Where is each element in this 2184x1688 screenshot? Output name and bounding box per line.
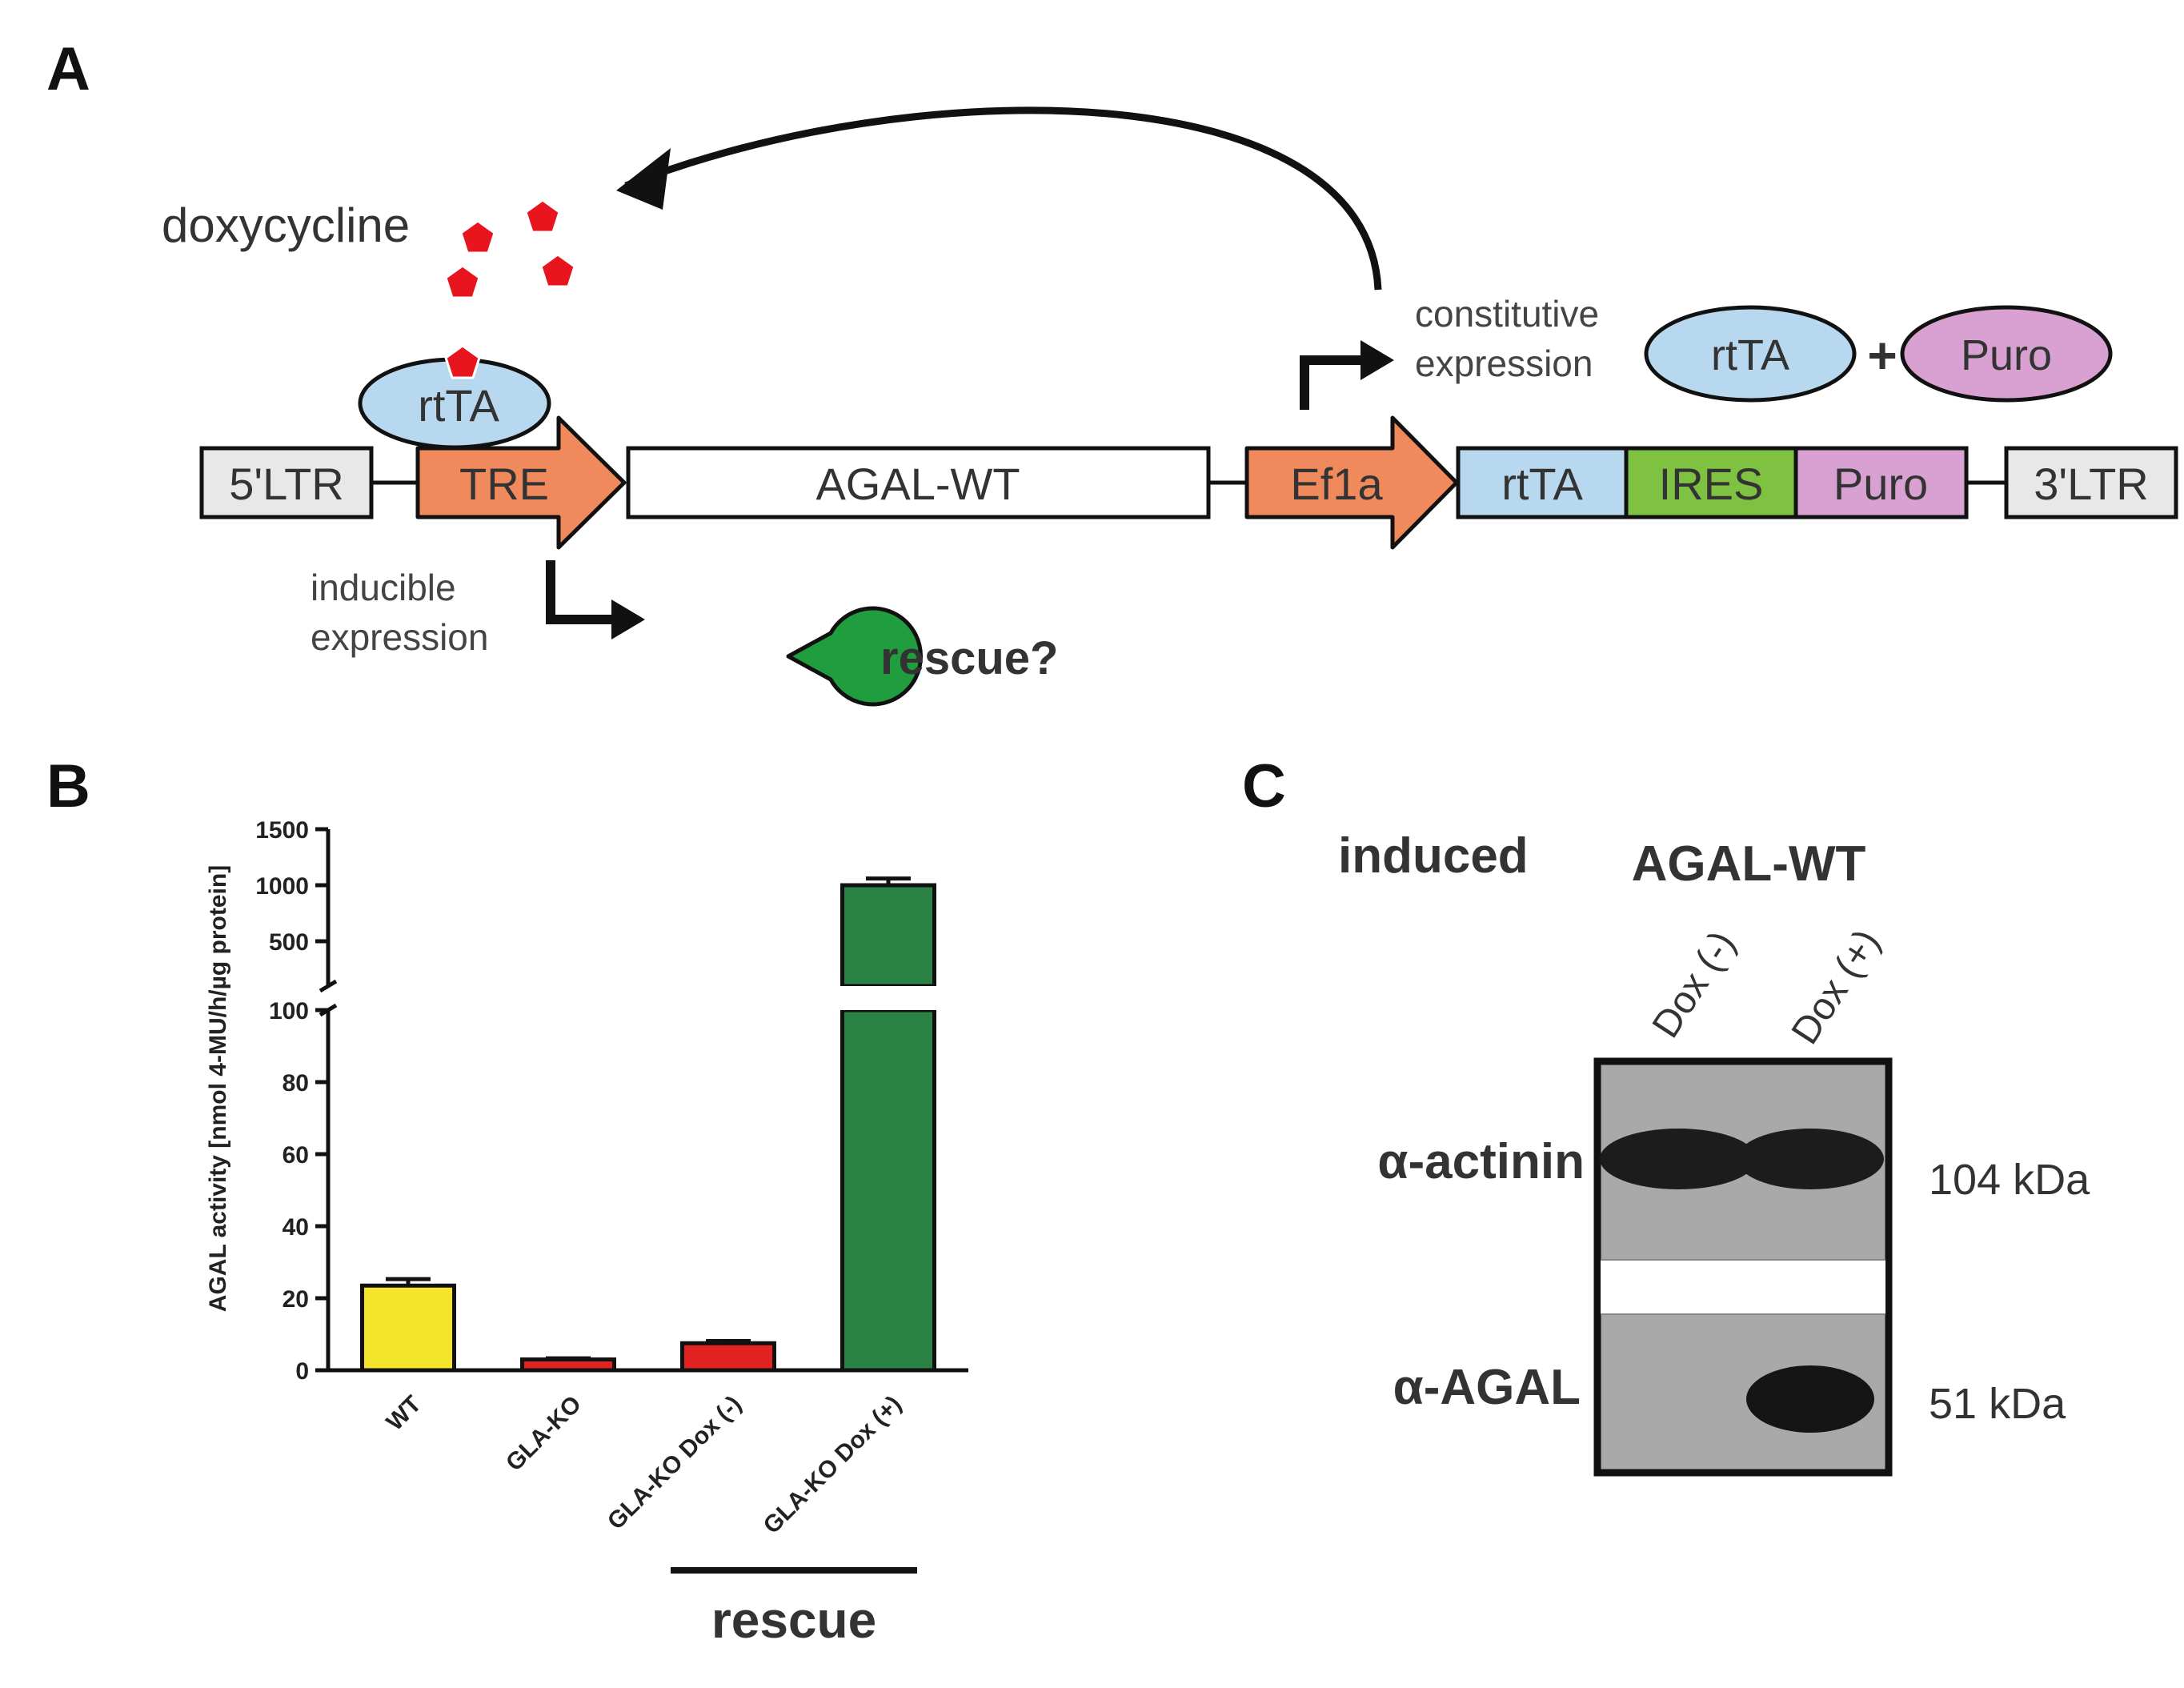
bar: [520, 1357, 616, 1373]
constitutive-arrowhead-icon: [1360, 340, 1394, 380]
bar-chart-axes: 0 20 40 60 80 100 500 1000 1500: [255, 817, 968, 1385]
bar: [680, 1341, 776, 1373]
panel-b: B AGAL activity [nmol 4-MU/h/µg protein]…: [46, 752, 968, 1649]
panel-b-letter: B: [46, 752, 90, 820]
doxycycline-pentagon-icon: [539, 253, 576, 288]
product-puro-label: Puro: [1961, 331, 2052, 379]
y-tick-label: 1500: [255, 817, 309, 844]
bar-upper-part: [840, 883, 936, 988]
band-actinin-dox-plus: [1737, 1129, 1884, 1189]
x-category-label: GLA-KO Dox (-): [603, 1391, 747, 1535]
product-plus-sign: +: [1867, 327, 1897, 384]
x-category-label: WT: [382, 1391, 427, 1436]
constitutive-promoter-arrow: [1300, 355, 1367, 410]
ef1a-promoter-arrow: [1244, 415, 1459, 550]
x-category-label: GLA-KO Dox (+): [759, 1391, 907, 1539]
rtta-bubble-label: rtTA: [418, 380, 499, 431]
band-label-actinin: α-actinin: [1377, 1134, 1585, 1189]
inducible-arrowhead-icon: [611, 599, 645, 640]
ltr3-label: 3'LTR: [2034, 459, 2148, 509]
panel-c: C induced AGAL-WT Dox (-) Dox (+) α-acti…: [1242, 752, 2090, 1477]
blot-separator: [1601, 1260, 1885, 1314]
construct-label: AGAL-WT: [1632, 836, 1866, 892]
vector-construct: 5'LTR TRE AGAL-WT Ef1a rtTA IRES Puro 3'…: [199, 415, 2178, 550]
constitutive-label-line2: expression: [1415, 343, 1593, 384]
inducible-label-line2: expression: [311, 616, 488, 658]
doxycycline-pentagon-icon: [444, 264, 481, 299]
product-puro-ellipse: [1900, 305, 2113, 403]
puro-box: [1793, 446, 1969, 519]
product-rtta-ellipse: [1644, 305, 1857, 403]
feedback-arrow: [624, 106, 1382, 291]
y-tick-label: 100: [269, 998, 309, 1024]
bar-lower-part: [840, 1008, 936, 1373]
western-blot-bands: [1600, 1129, 1884, 1433]
y-tick-label: 0: [295, 1358, 309, 1385]
rtta-box: [1456, 446, 1629, 519]
agal-enzyme-icon: [786, 606, 924, 707]
inducible-label-line1: inducible: [311, 567, 456, 608]
y-axis-label: AGAL activity [nmol 4-MU/h/µg protein]: [205, 865, 231, 1312]
feedback-arrowhead-icon: [616, 148, 671, 210]
band-size-agal: 51 kDa: [1929, 1380, 2066, 1428]
constitutive-label-line1: constitutive: [1415, 293, 1599, 335]
panel-c-letter: C: [1242, 752, 1286, 820]
ef1a-label: Ef1a: [1290, 459, 1383, 509]
y-tick-label: 80: [283, 1070, 309, 1097]
y-tick-label: 1000: [255, 873, 309, 900]
band-label-agal: α-AGAL: [1393, 1360, 1581, 1415]
axis-break-mark: [319, 979, 338, 993]
y-tick-label: 20: [283, 1286, 309, 1313]
doxycycline-pentagon-icon: [459, 219, 496, 255]
rescue-label: rescue: [711, 1591, 876, 1649]
band-actinin-dox-minus: [1600, 1129, 1757, 1189]
panel-a: A doxycycline rtTA constitutive expressi…: [46, 35, 2178, 707]
induced-label: induced: [1338, 828, 1529, 884]
y-tick-label: 60: [283, 1142, 309, 1169]
panel-a-letter: A: [46, 35, 90, 103]
tre-promoter-arrow: [415, 415, 627, 550]
ltr5-label: 5'LTR: [229, 459, 343, 509]
lane-label-dox-plus: Dox (+): [1784, 922, 1889, 1052]
bar-break-gap: [839, 986, 938, 1010]
ires-box: [1624, 446, 1798, 519]
x-category-label: GLA-KO: [501, 1391, 587, 1477]
y-tick-label: 500: [269, 929, 309, 956]
doxycycline-molecules: [444, 198, 576, 299]
ltr3-box: [2004, 446, 2178, 519]
doxycycline-label: doxycycline: [162, 198, 410, 252]
product-rtta-label: rtTA: [1711, 331, 1789, 379]
ltr5-box: [199, 446, 374, 519]
agal-wt-box: [626, 446, 1211, 519]
bar: [360, 1283, 456, 1373]
rtta-box-label: rtTA: [1501, 459, 1583, 509]
puro-box-label: Puro: [1833, 459, 1928, 509]
band-size-actinin: 104 kDa: [1929, 1156, 2090, 1204]
agal-wt-label: AGAL-WT: [815, 459, 1020, 509]
rescue-question-label: rescue?: [880, 632, 1058, 684]
inducible-promoter-arrow: [546, 560, 615, 624]
bound-doxycycline-pentagon-icon: [444, 344, 481, 379]
lane-label-dox-minus: Dox (-): [1645, 924, 1744, 1045]
tre-label: TRE: [459, 459, 549, 509]
band-agal-dox-plus: [1746, 1365, 1874, 1433]
ires-label: IRES: [1659, 459, 1764, 509]
doxycycline-pentagon-icon: [524, 198, 561, 234]
y-tick-label: 40: [283, 1214, 309, 1241]
